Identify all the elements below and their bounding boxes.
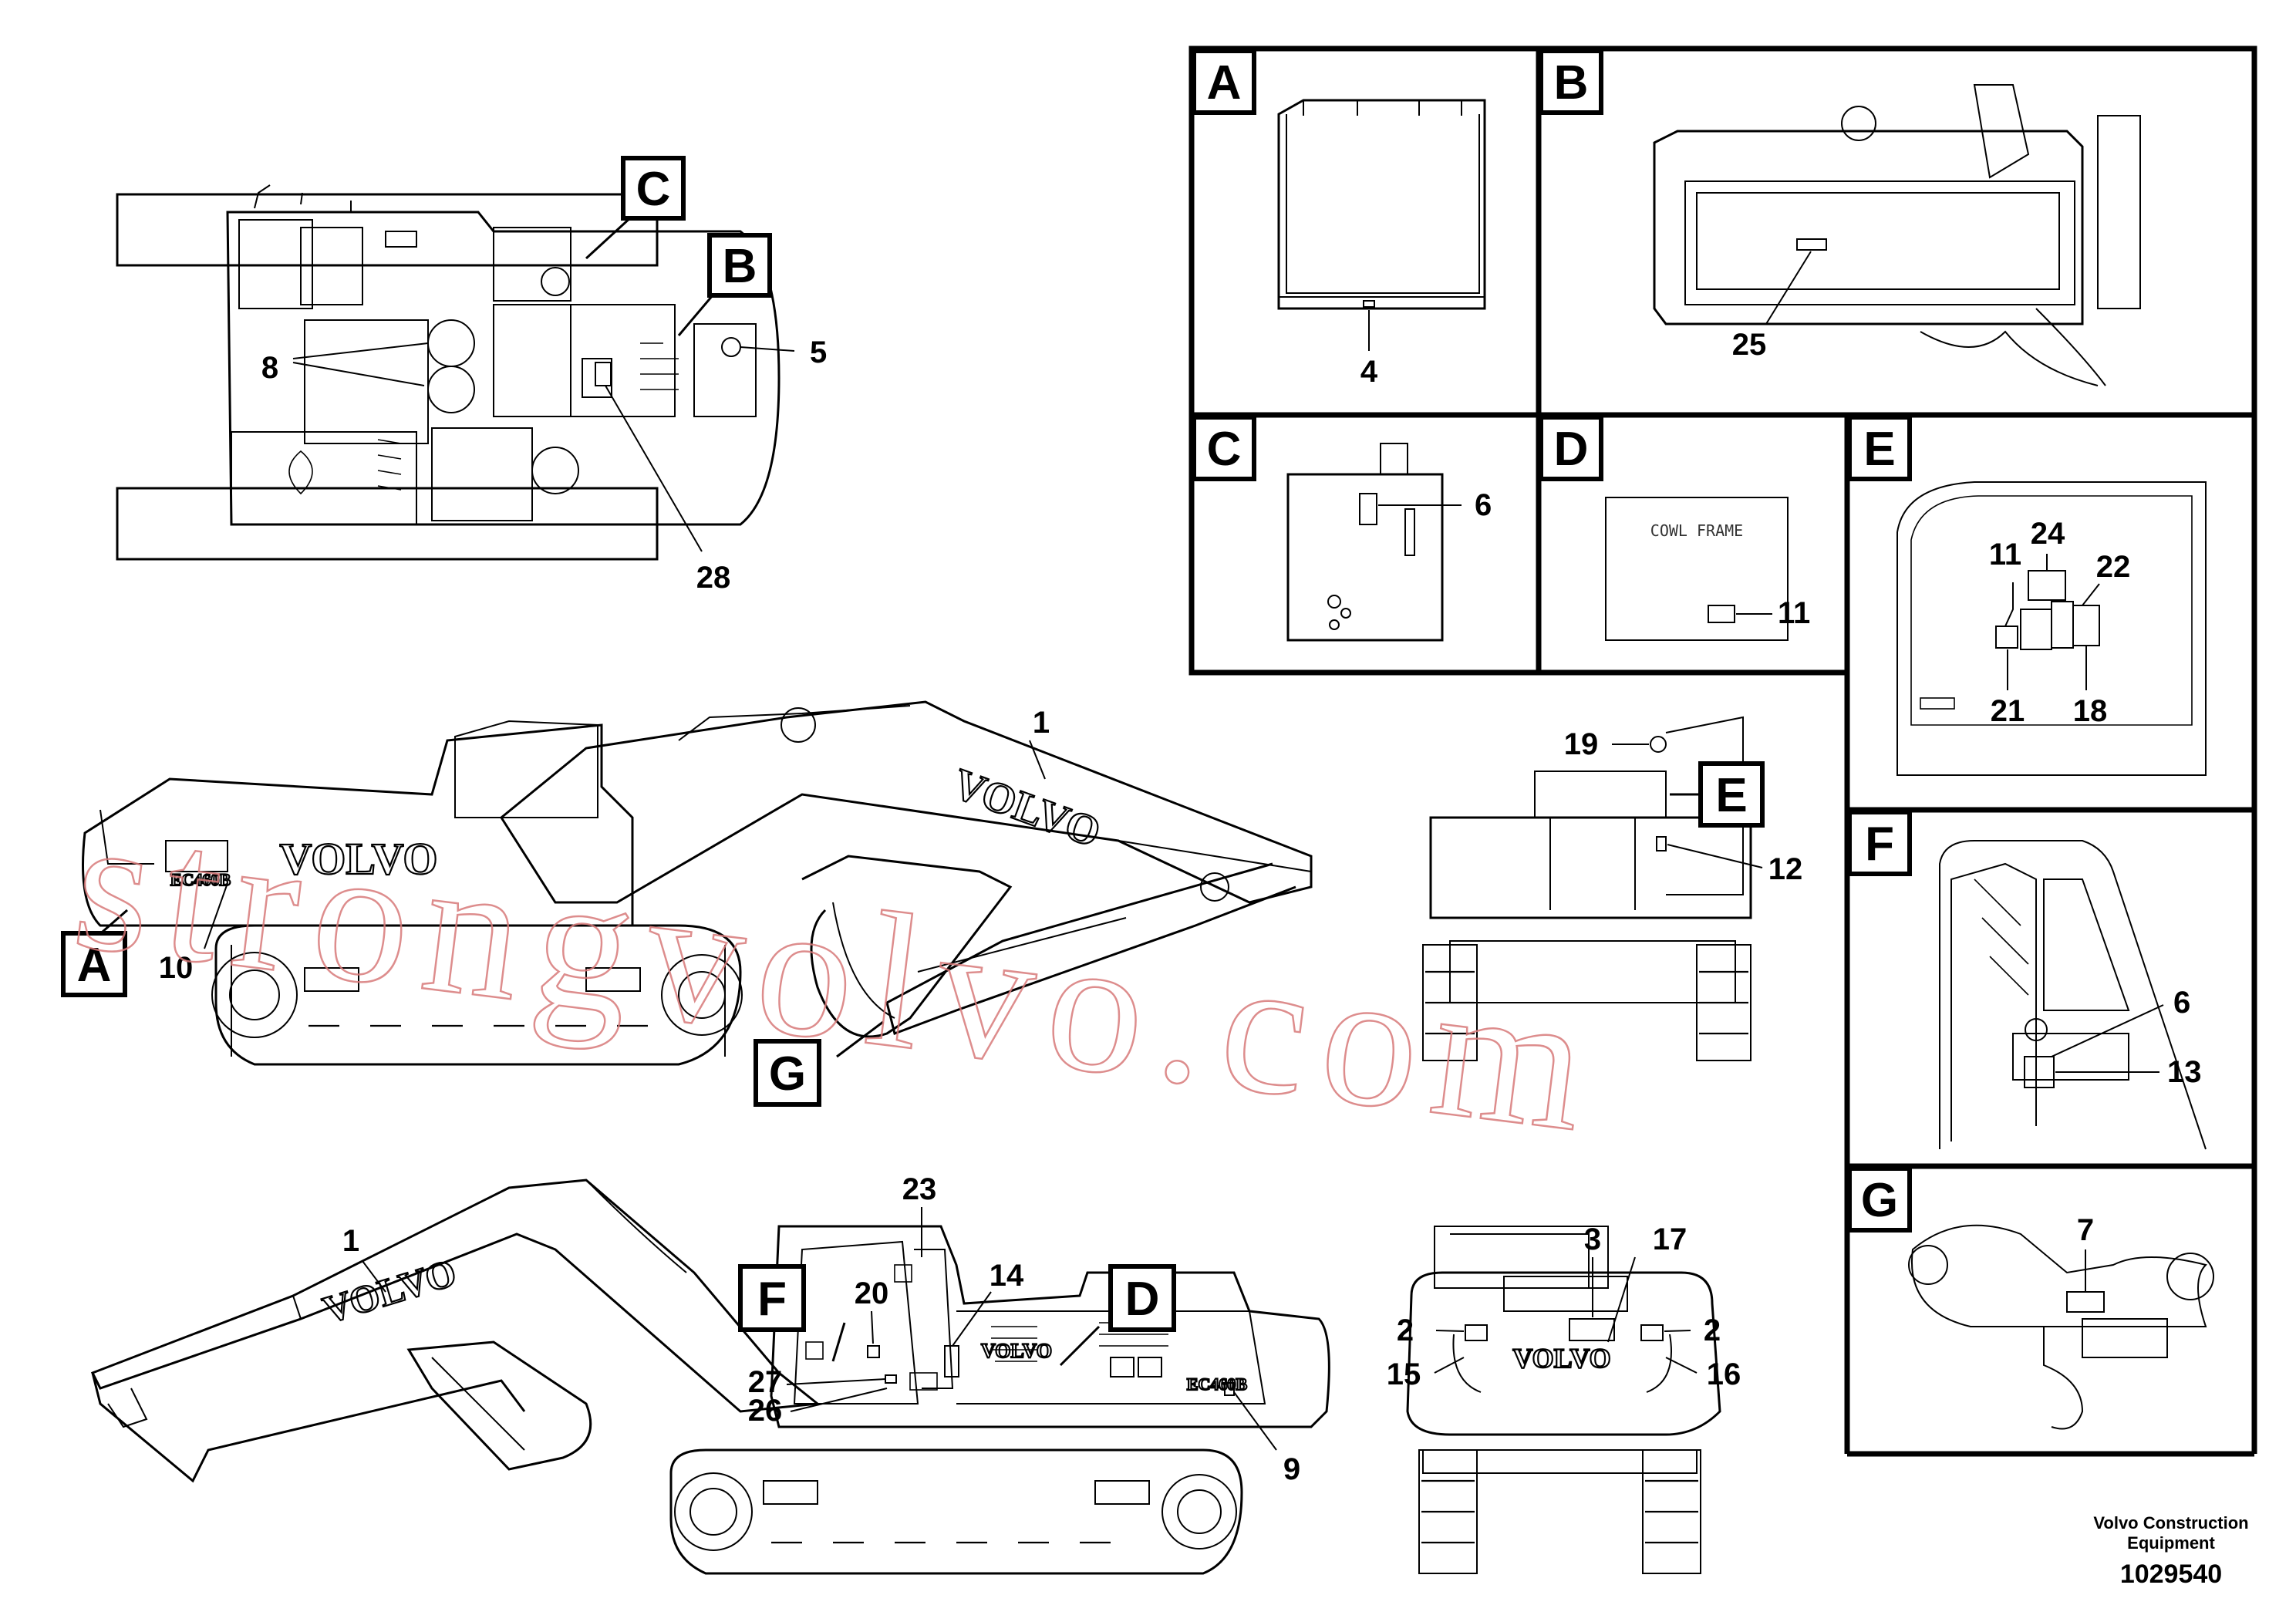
view-marker-e: E [1715,769,1747,822]
callout-11-e: 11 [1989,538,2021,572]
model-badge-left: EC460B [170,870,231,889]
callout-8: 8 [261,351,278,385]
brand-logo-boom-left: VOLVO [947,760,1107,857]
footer-block: Volvo Construction Equipment 1029540 [2093,1513,2248,1589]
callout-23: 23 [902,1172,937,1206]
callout-4: 4 [1360,355,1378,389]
view-marker-b: B [723,240,757,293]
callout-6-c: 6 [1475,488,1492,522]
callout-5: 5 [810,336,827,369]
rear-view-upper: 19 12 E [1422,716,1803,1061]
company-name-line2: Equipment [2127,1533,2215,1553]
detail-letter-d: D [1554,423,1589,476]
callout-2-right: 2 [1704,1313,1721,1347]
detail-f-cab-side: F 6 13 [1847,810,2207,1150]
brand-logo-side-right: VOLVO [981,1340,1052,1362]
detail-letter-f: F [1865,818,1894,871]
callout-12: 12 [1768,852,1803,886]
detail-panel-grid [1188,46,2257,1457]
view-marker-a: A [77,939,112,992]
callout-22: 22 [2096,550,2131,584]
callout-24: 24 [2031,517,2065,551]
part-number: 1029540 [2120,1560,2222,1589]
cowl-frame-text: COWL FRAME [1650,521,1743,540]
detail-letter-a: A [1207,56,1242,110]
callout-28: 28 [696,561,731,595]
detail-letter-c: C [1207,423,1242,476]
detail-d-cowl-frame: D COWL FRAME 11 [1539,415,1810,641]
detail-letter-b: B [1554,56,1589,110]
callout-14: 14 [990,1259,1024,1293]
callout-1-right: 1 [342,1224,359,1258]
callout-19: 19 [1564,727,1599,761]
view-marker-g: G [769,1047,806,1101]
callout-10: 10 [159,951,194,985]
right-side-view-machine: VOLVO EC460B VOLVO 1 23 20 14 27 26 9 F [90,1172,1330,1575]
callout-9: 9 [1283,1452,1300,1486]
callout-25: 25 [1732,328,1767,362]
model-badge-right: EC460B [1187,1374,1248,1394]
callout-15: 15 [1387,1357,1421,1391]
callout-7: 7 [2077,1213,2094,1247]
view-marker-d: D [1125,1273,1160,1326]
detail-g-quick-coupler: G 7 [1847,1166,2214,1430]
brand-logo-boom-right: VOLVO [318,1250,460,1331]
brand-logo-rear: VOLVO [1512,1343,1610,1374]
callout-11-d: 11 [1778,596,1810,630]
callout-3: 3 [1584,1222,1601,1256]
callout-13: 13 [2167,1055,2202,1089]
callout-6-f: 6 [2173,986,2190,1020]
watermark-text: strongvolvo.com [64,775,1611,1174]
detail-c-hydraulic-tank: C 6 [1192,415,1492,642]
callout-2-left: 2 [1397,1313,1414,1347]
detail-e-cab-window: E 11 24 22 21 18 [1847,415,2207,776]
callout-20: 20 [855,1276,889,1310]
detail-letter-e: E [1863,423,1895,476]
detail-b-engine: B 25 [1539,49,2141,386]
callout-18: 18 [2073,694,2108,728]
callout-26: 26 [748,1394,783,1428]
callout-27: 27 [748,1365,783,1399]
rear-view-lower: VOLVO 3 17 2 2 15 16 [1387,1222,1741,1574]
view-marker-f: F [757,1273,787,1326]
callout-17: 17 [1653,1222,1687,1256]
company-name-line1: Volvo Construction [2093,1513,2248,1533]
view-marker-c: C [636,163,671,216]
callout-21: 21 [1991,694,2025,728]
detail-a-battery-box: A 4 [1192,49,1486,389]
callout-1-left: 1 [1033,706,1050,740]
brand-logo-counterweight: VOLVO [279,834,437,884]
top-view-machine: 8 5 28 C B [116,156,827,595]
callout-16: 16 [1707,1357,1741,1391]
detail-letter-g: G [1861,1174,1898,1227]
